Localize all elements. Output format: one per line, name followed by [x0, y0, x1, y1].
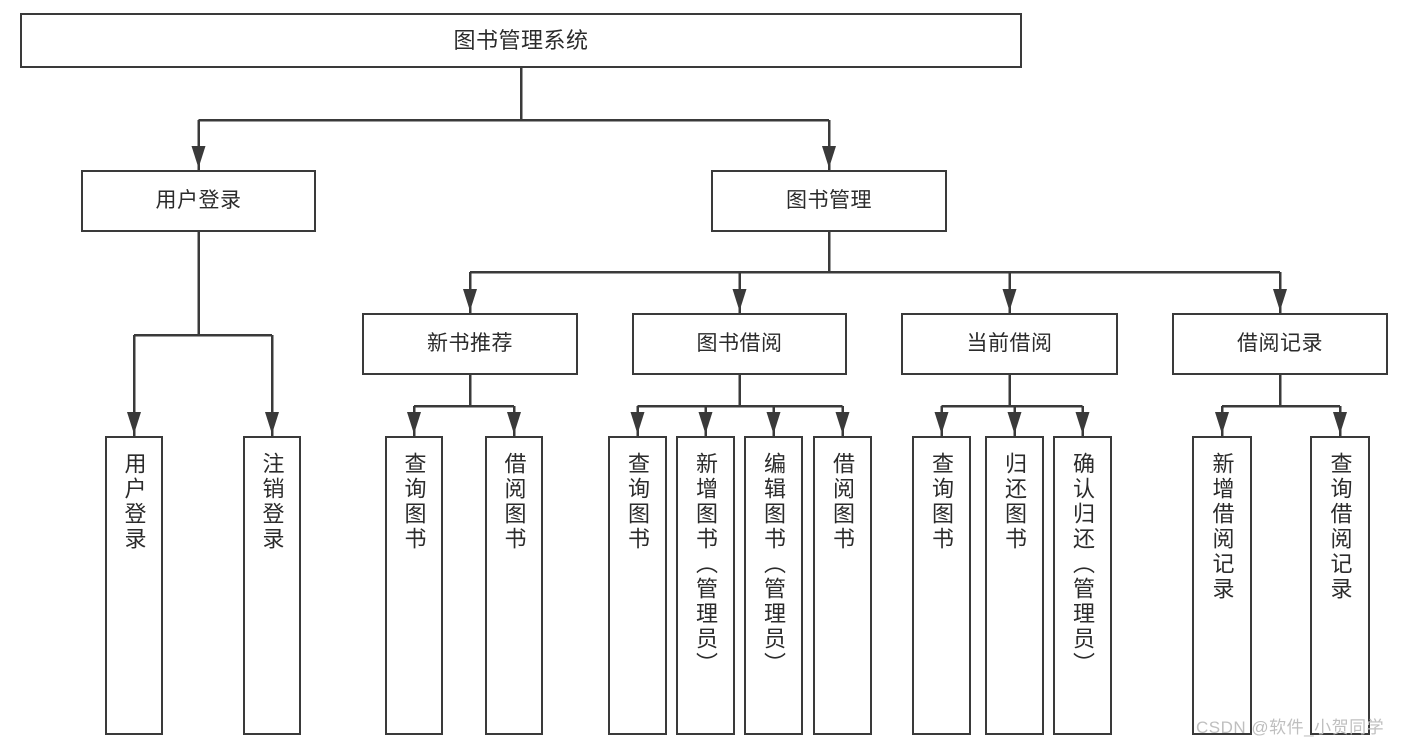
node-cb-return-book[interactable]: 归还图书 — [985, 436, 1044, 735]
node-label: 编辑图书（管理员） — [761, 452, 787, 677]
node-rec-borrow-book[interactable]: 借阅图书 — [485, 436, 543, 735]
node-cb-confirm[interactable]: 确认归还（管理员） — [1053, 436, 1112, 735]
node-label: 确认归还（管理员） — [1070, 452, 1096, 677]
arrowhead — [191, 146, 206, 168]
node-bb-borrow-book[interactable]: 借阅图书 — [813, 436, 872, 735]
node-root[interactable]: 图书管理系统 — [20, 13, 1022, 68]
node-label: 当前借阅 — [966, 331, 1053, 355]
node-label: 借阅记录 — [1237, 331, 1323, 355]
node-label: 归还图书 — [1002, 452, 1028, 552]
node-label: 图书借阅 — [696, 331, 783, 355]
arrowhead — [822, 146, 836, 168]
arrowhead — [1215, 412, 1229, 434]
csdn-watermark: CSDN @软件_小贺同学 — [1196, 718, 1385, 737]
arrowhead — [265, 412, 279, 434]
node-book-borrow[interactable]: 图书借阅 — [632, 313, 847, 375]
node-br-query-record[interactable]: 查询借阅记录 — [1310, 436, 1370, 735]
node-label: 用户登录 — [121, 452, 147, 552]
arrowhead — [1333, 412, 1347, 434]
node-label: 借阅图书 — [830, 452, 856, 552]
node-label: 查询图书 — [929, 452, 955, 552]
node-label: 新增借阅记录 — [1209, 452, 1235, 602]
arrowhead — [407, 412, 421, 434]
arrowhead — [507, 412, 521, 434]
node-br-add-record[interactable]: 新增借阅记录 — [1192, 436, 1252, 735]
node-label: 查询图书 — [401, 452, 427, 552]
node-label: 图书管理系统 — [453, 27, 589, 53]
node-bb-query-book[interactable]: 查询图书 — [608, 436, 667, 735]
arrowhead — [1273, 289, 1287, 311]
node-label: 用户登录 — [155, 188, 242, 212]
node-label: 新书推荐 — [427, 331, 513, 355]
arrowhead — [630, 412, 645, 434]
arrowhead — [1007, 412, 1022, 434]
node-logout-do[interactable]: 注销登录 — [243, 436, 301, 735]
arrowhead — [835, 412, 850, 434]
node-rec-query-book[interactable]: 查询图书 — [385, 436, 443, 735]
arrowhead — [1002, 289, 1017, 311]
node-label: 图书管理 — [786, 188, 872, 212]
node-label: 新增图书（管理员） — [693, 452, 719, 677]
node-label: 借阅图书 — [501, 452, 527, 552]
arrowhead — [1075, 412, 1090, 434]
node-user-login[interactable]: 用户登录 — [81, 170, 316, 232]
arrowhead — [127, 412, 141, 434]
arrowhead — [698, 412, 713, 434]
node-new-book-rec[interactable]: 新书推荐 — [362, 313, 578, 375]
arrowhead — [766, 412, 781, 434]
node-login-do[interactable]: 用户登录 — [105, 436, 163, 735]
node-book-manage[interactable]: 图书管理 — [711, 170, 947, 232]
node-bb-edit-book[interactable]: 编辑图书（管理员） — [744, 436, 803, 735]
node-label: 注销登录 — [259, 452, 285, 552]
arrowhead — [732, 289, 747, 311]
node-label: 查询图书 — [625, 452, 651, 552]
arrowhead — [934, 412, 949, 434]
node-label: 查询借阅记录 — [1327, 452, 1353, 602]
node-bb-add-book[interactable]: 新增图书（管理员） — [676, 436, 735, 735]
node-cb-query-book[interactable]: 查询图书 — [912, 436, 971, 735]
node-current-borrow[interactable]: 当前借阅 — [901, 313, 1118, 375]
node-borrow-record[interactable]: 借阅记录 — [1172, 313, 1388, 375]
arrowhead — [463, 289, 477, 311]
